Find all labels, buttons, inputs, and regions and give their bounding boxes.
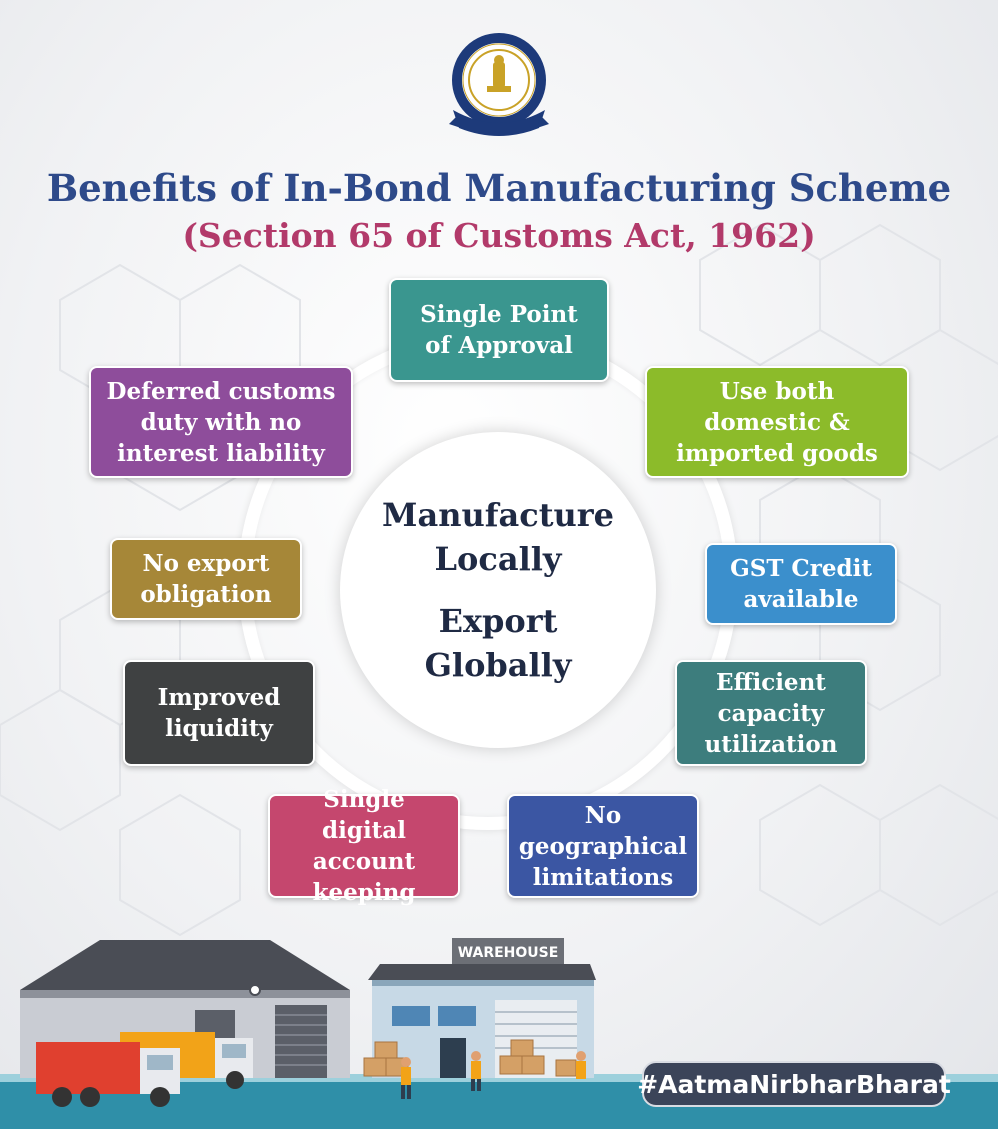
- benefit-line: Use both: [719, 377, 835, 405]
- benefit-line: Single Point: [420, 301, 578, 328]
- benefit-line: Improved: [157, 684, 281, 711]
- benefit-gst-credit: GST Credit available: [705, 543, 897, 625]
- benefit-deferred-customs-duty: Deferred customs duty with no interest lia…: [89, 366, 353, 478]
- center-line-4: Globally: [424, 646, 572, 684]
- benefit-improved-liquidity: Improved liquidity: [123, 660, 315, 766]
- hashtag-badge: #AatmaNirbharBharat: [637, 1061, 951, 1107]
- benefit-single-digital-account: Single digital account keeping: [268, 786, 460, 906]
- benefit-domestic-imported-goods: Use both domestic & imported goods: [645, 366, 909, 478]
- benefit-line: interest liability: [117, 439, 325, 467]
- benefit-efficient-capacity: Efficient capacity utilization: [675, 660, 867, 766]
- benefit-line: domestic &: [704, 408, 850, 436]
- center-circle: Manufacture Locally Export Globally: [340, 432, 656, 748]
- blue-warehouse: WAREHOUSE: [368, 938, 596, 1078]
- benefit-line: Single digital: [322, 786, 406, 844]
- center-line-3: Export: [438, 602, 558, 640]
- benefit-single-point-of-approval: Single Point of Approval: [389, 278, 609, 382]
- benefit-line: of Approval: [425, 332, 573, 359]
- benefit-line: obligation: [140, 581, 272, 608]
- benefit-line: No export: [142, 550, 270, 577]
- benefit-no-geographical-limitations: No geographical limitations: [507, 794, 699, 898]
- benefit-line: capacity: [717, 699, 825, 727]
- benefit-line: No: [584, 801, 622, 829]
- benefit-line: geographical: [518, 832, 688, 860]
- benefit-line: imported goods: [676, 439, 878, 467]
- benefit-line: account: [312, 848, 416, 875]
- red-truck: [36, 1042, 180, 1107]
- worker-figures: [401, 1051, 586, 1099]
- warehouse-sign: WAREHOUSE: [458, 945, 559, 961]
- benefit-line: keeping: [312, 879, 416, 906]
- benefit-line: GST Credit: [730, 555, 872, 582]
- benefit-line: utilization: [704, 730, 838, 758]
- center-line-2: Locally: [434, 540, 562, 578]
- benefit-no-export-obligation: No export obligation: [110, 538, 302, 620]
- cbic-logo: [449, 33, 549, 136]
- benefit-line: duty with no: [140, 408, 302, 436]
- page-title: Benefits of In-Bond Manufacturing Scheme: [46, 166, 952, 210]
- benefit-line: limitations: [532, 863, 674, 891]
- benefit-line: available: [743, 586, 859, 613]
- warehouse-scene: WAREHOUSE: [0, 938, 998, 1129]
- benefit-line: Efficient: [716, 668, 826, 696]
- benefit-line: Deferred customs: [106, 377, 336, 405]
- benefit-line: liquidity: [165, 715, 273, 742]
- center-line-1: Manufacture: [382, 496, 614, 534]
- page-subtitle: (Section 65 of Customs Act, 1962): [182, 216, 816, 255]
